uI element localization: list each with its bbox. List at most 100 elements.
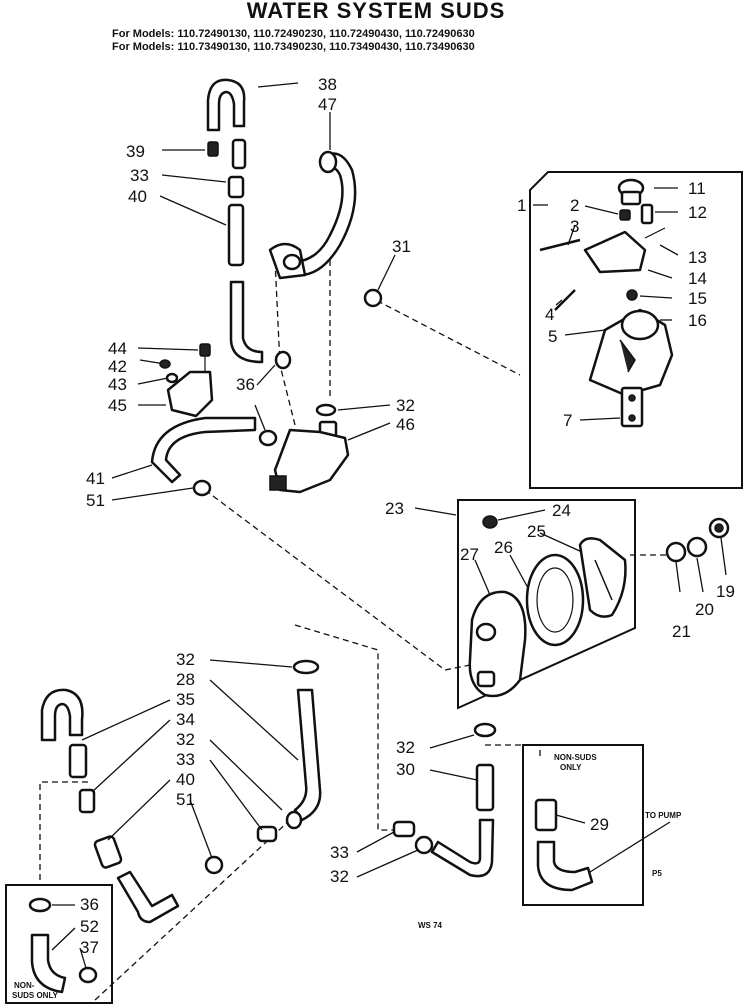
part-4 xyxy=(554,289,576,311)
hose-41 xyxy=(150,416,257,484)
label-21: 21 xyxy=(672,622,691,641)
hose-segment-35 xyxy=(68,743,88,779)
label-19: 19 xyxy=(716,582,735,601)
hose-30 xyxy=(475,763,495,812)
label-35: 35 xyxy=(176,690,195,709)
label-34: 34 xyxy=(176,710,195,729)
label-4: 4 xyxy=(545,305,554,324)
lever-14 xyxy=(583,230,647,274)
hose-40-lower xyxy=(93,835,123,869)
label-33-c: 33 xyxy=(330,843,349,862)
note-non-suds-only-line2: ONLY xyxy=(560,763,582,772)
label-39: 39 xyxy=(126,142,145,161)
note-ps: P5 xyxy=(652,869,662,878)
label-40-b: 40 xyxy=(176,770,195,789)
label-33-b: 33 xyxy=(176,750,195,769)
washer-32-upper xyxy=(315,403,337,417)
hose-29-elbow xyxy=(536,840,594,892)
page-title: WATER SYSTEM SUDS xyxy=(246,0,506,23)
label-29: 29 xyxy=(590,815,609,834)
note-non-suds-only-line1: NON-SUDS xyxy=(554,753,597,762)
model-list-line-2: For Models: 110.73490130, 110.73490230, … xyxy=(112,41,475,53)
hose-lower-30 xyxy=(430,818,495,878)
clamp-51-lower xyxy=(204,855,224,875)
label-25: 25 xyxy=(527,522,546,541)
washer-20 xyxy=(686,536,708,558)
coupling-34 xyxy=(78,788,96,814)
label-46: 46 xyxy=(396,415,415,434)
filter-assembly-box xyxy=(457,499,636,710)
washer-32-b xyxy=(473,722,497,738)
non-suds-only-bottom-box xyxy=(5,884,113,1004)
part-2 xyxy=(619,209,631,221)
label-51-b: 51 xyxy=(176,790,195,809)
label-37: 37 xyxy=(80,938,99,957)
coupling-33-mid xyxy=(256,825,278,843)
label-32-a: 32 xyxy=(396,396,415,415)
housing-27 xyxy=(468,590,527,698)
label-32-b: 32 xyxy=(176,650,195,669)
screw-42 xyxy=(159,359,171,369)
label-45: 45 xyxy=(108,396,127,415)
label-30: 30 xyxy=(396,760,415,779)
label-24: 24 xyxy=(552,501,571,520)
clamp-51 xyxy=(192,479,212,497)
screen-26 xyxy=(525,553,585,647)
label-28: 28 xyxy=(176,670,195,689)
label-14: 14 xyxy=(688,269,707,288)
hose-38 xyxy=(206,78,246,132)
label-12: 12 xyxy=(688,203,707,222)
spring-12 xyxy=(640,203,654,225)
clamp-32-lower xyxy=(414,835,434,855)
coupling-33 xyxy=(227,175,245,199)
coupling-33-lower xyxy=(392,820,416,838)
hose-29 xyxy=(534,798,558,832)
note-non-suds-bottom-line1: NON- xyxy=(14,981,35,990)
label-32-c: 32 xyxy=(176,730,195,749)
hose-segment xyxy=(231,138,247,170)
label-15: 15 xyxy=(688,289,707,308)
label-47: 47 xyxy=(318,95,337,114)
hose-52 xyxy=(30,933,67,994)
label-1: 1 xyxy=(517,196,526,215)
label-40-a: 40 xyxy=(128,187,147,206)
spring-13 xyxy=(644,227,666,239)
hose-lower xyxy=(229,280,264,364)
label-32-d: 32 xyxy=(396,738,415,757)
label-16: 16 xyxy=(688,311,707,330)
label-38: 38 xyxy=(318,75,337,94)
clamp-36 xyxy=(258,429,278,447)
label-3: 3 xyxy=(570,217,579,236)
label-26: 26 xyxy=(494,538,513,557)
label-5: 5 xyxy=(548,327,557,346)
model-list-line-1: For Models: 110.72490130, 110.72490230, … xyxy=(112,28,475,40)
clamp-36-bottom xyxy=(28,897,52,913)
label-11: 11 xyxy=(688,179,706,198)
hose-35 xyxy=(40,688,84,742)
clamp-37 xyxy=(78,966,98,984)
label-20: 20 xyxy=(695,600,714,619)
clamp-36-upper xyxy=(274,350,292,370)
note-to-pump: TO PUMP xyxy=(645,811,682,820)
label-36-a: 36 xyxy=(236,375,255,394)
solenoid-7 xyxy=(620,386,644,428)
part-16 xyxy=(620,309,660,341)
hose-40 xyxy=(227,203,245,267)
label-42: 42 xyxy=(108,357,127,376)
hose-47-end xyxy=(318,150,338,174)
label-43: 43 xyxy=(108,375,127,394)
screw-24 xyxy=(482,515,498,529)
label-2: 2 xyxy=(570,196,579,215)
label-7: 7 xyxy=(563,411,572,430)
valve-assembly-box xyxy=(529,171,743,489)
label-31: 31 xyxy=(392,237,411,256)
clamp-32 xyxy=(285,810,303,830)
washer-21 xyxy=(665,541,687,563)
label-52: 52 xyxy=(80,917,99,936)
non-suds-only-box xyxy=(522,744,644,906)
hose-elbow xyxy=(116,870,180,924)
note-non-suds-bottom-line2: SUDS ONLY xyxy=(12,991,59,1000)
label-32-e: 32 xyxy=(330,867,349,886)
label-23: 23 xyxy=(385,499,404,518)
